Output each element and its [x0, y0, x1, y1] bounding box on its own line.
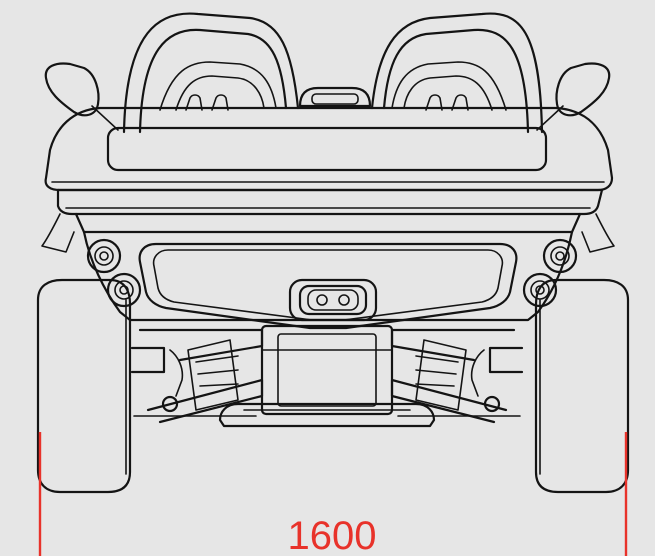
left-mirror — [44, 62, 119, 131]
left-suspension — [130, 328, 264, 424]
center-rear-lamp — [298, 86, 372, 108]
dimension-value-label: 1600 — [288, 514, 377, 556]
exhaust-outlet — [288, 278, 378, 322]
right-rear-wheel — [534, 278, 630, 494]
right-tail-lights — [522, 238, 578, 308]
seat-headrests — [185, 94, 469, 111]
skid-plate — [218, 402, 436, 428]
left-tail-lights — [86, 238, 142, 308]
differential-housing — [260, 324, 394, 416]
right-roll-bar — [370, 12, 544, 134]
left-rear-wheel — [36, 278, 132, 494]
left-roll-bar — [122, 12, 300, 134]
right-suspension — [390, 328, 524, 424]
right-mirror — [536, 62, 611, 131]
width-dimension: 1600 — [38, 432, 628, 556]
